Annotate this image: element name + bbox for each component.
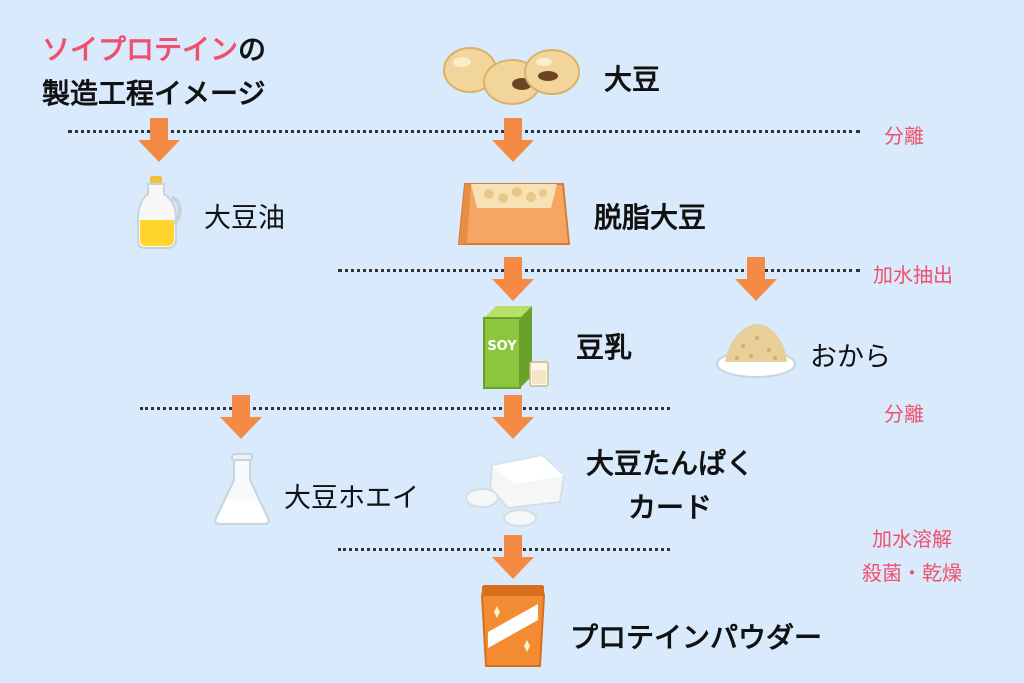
label-powder: プロテインパウダー (570, 621, 823, 654)
label-oil: 大豆油 (204, 203, 285, 234)
label-curd: 大豆たんぱく カード (586, 442, 754, 530)
step-separate-2: 分離 (884, 402, 924, 426)
diagram-title: ソイプロテインの 製造工程イメージ (42, 28, 266, 116)
label-whey: 大豆ホエイ (284, 483, 419, 514)
protein-curd-icon (465, 454, 566, 527)
protein-powder-bag-icon (480, 585, 546, 667)
arrow-down-icon (492, 395, 534, 439)
label-soymilk: 豆乳 (576, 331, 633, 364)
okara-plate-icon (716, 324, 796, 378)
arrow-down-icon (220, 395, 262, 439)
arrow-down-icon (138, 118, 180, 162)
separator-line-1 (68, 130, 860, 133)
arrow-down-icon (735, 257, 777, 301)
label-defatted: 脱脂大豆 (594, 201, 707, 234)
oil-bottle-icon (137, 176, 182, 249)
step-separate-1: 分離 (884, 124, 924, 148)
step-water-extract: 加水抽出 (873, 263, 953, 287)
arrow-down-icon (492, 535, 534, 579)
step-process-line1: 加水溶解 (872, 527, 952, 551)
label-okara: おから (810, 342, 891, 373)
arrow-down-icon (492, 257, 534, 301)
soybean-icon (443, 47, 580, 105)
separator-line-3 (140, 407, 670, 410)
soymilk-pack-text: SOY (487, 339, 517, 354)
defatted-soy-box-icon (457, 183, 571, 245)
step-process-line2: 殺菌・乾燥 (862, 561, 962, 585)
separator-line-2 (338, 269, 860, 272)
label-curd-line2: カード (628, 491, 713, 524)
soymilk-pack-icon: SOY (483, 306, 549, 389)
label-curd-line1: 大豆たんぱく (586, 447, 755, 480)
label-soybean: 大豆 (604, 63, 661, 96)
arrow-down-icon (492, 118, 534, 162)
whey-flask-icon (214, 453, 270, 525)
title-rest: の (238, 33, 267, 66)
title-accent: ソイプロテイン (42, 33, 239, 66)
step-process: 加水溶解 殺菌・乾燥 (862, 522, 962, 590)
title-line2: 製造工程イメージ (42, 77, 266, 110)
